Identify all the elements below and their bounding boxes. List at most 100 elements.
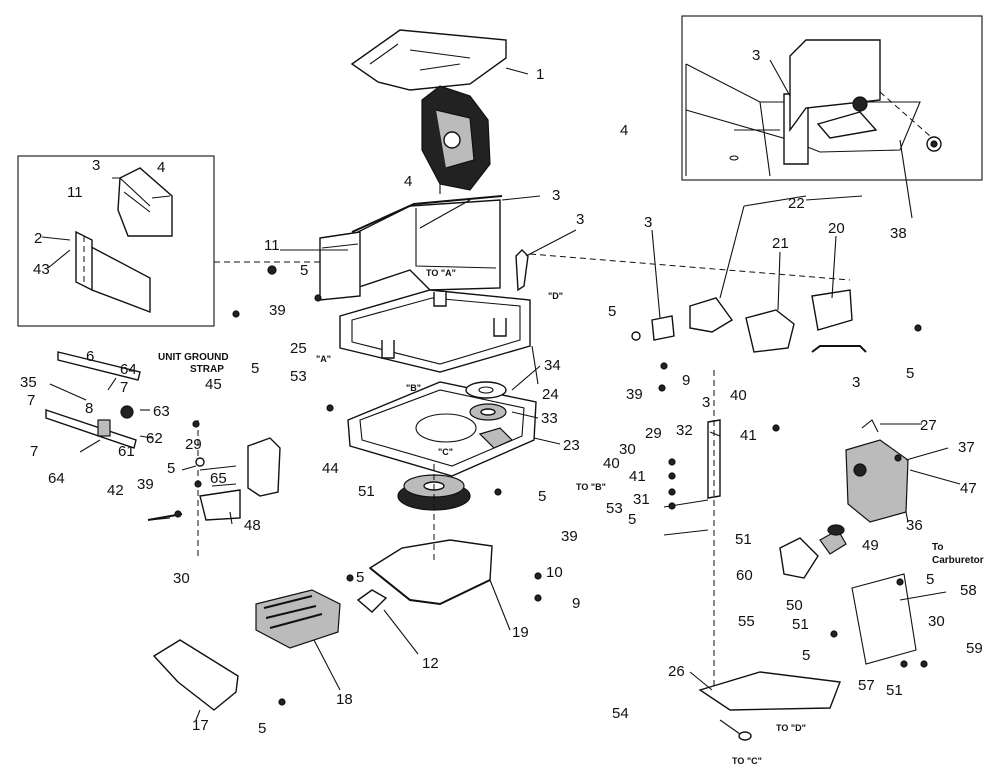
part-number: 34: [544, 357, 561, 374]
part-number: 41: [629, 468, 646, 485]
part-number: 58: [960, 582, 977, 599]
part-number: 40: [603, 455, 620, 472]
part-number: 1: [536, 66, 544, 83]
part-number: 30: [619, 441, 636, 458]
part-number: 44: [322, 460, 339, 477]
part-number: 5: [628, 511, 636, 528]
part-number: 3: [92, 157, 100, 174]
leader-lines: [49, 59, 961, 735]
part-number-labels: 1 3 3 4 11 5 39 25 5 34 24 33 23 53 44 2…: [20, 47, 983, 737]
part-number: 39: [137, 476, 154, 493]
part-number: 27: [920, 417, 937, 434]
part-number: 61: [118, 443, 135, 460]
part-number: 39: [269, 302, 286, 319]
part-number: 7: [120, 379, 128, 396]
part-number: 10: [546, 564, 563, 581]
part-number: 31: [633, 491, 650, 508]
part-number: 25: [290, 340, 307, 357]
part-number: 40: [730, 387, 747, 404]
part-number: 22: [788, 195, 805, 212]
part-number: 57: [858, 677, 875, 694]
part-number: 48: [244, 517, 261, 534]
part-number: 55: [738, 613, 755, 630]
part-number: 38: [890, 225, 907, 242]
part-number: 19: [512, 624, 529, 641]
part-number: 11: [264, 237, 280, 254]
part-number: 62: [146, 430, 163, 447]
captions: UNIT GROUND STRAP To Carburetor: [158, 352, 984, 566]
part-number: 63: [153, 403, 170, 420]
left-small-parts: [45, 351, 281, 521]
part-number: 7: [27, 392, 35, 409]
part-number: 64: [120, 361, 137, 378]
left-inset-box: [17, 155, 215, 327]
part-number: 2: [34, 230, 42, 247]
part-number: 3: [644, 214, 652, 231]
part-number: 9: [572, 595, 580, 612]
hardware-marks: [174, 136, 942, 706]
part-number: 50: [786, 597, 803, 614]
part-number: 30: [173, 570, 190, 587]
part-number: 45: [205, 376, 222, 393]
part-number: 6: [86, 348, 94, 365]
part-number: 18: [336, 691, 353, 708]
right-center-assembly: [651, 289, 867, 499]
part-number: 5: [356, 569, 364, 586]
part-number: 5: [538, 488, 546, 505]
carburetor-caption: To: [932, 542, 943, 553]
part-number: 41: [740, 427, 757, 444]
part-number: 30: [928, 613, 945, 630]
part-number: 3: [552, 187, 560, 204]
part-number: 54: [612, 705, 629, 722]
part-number: 65: [210, 470, 227, 487]
part-number: 51: [735, 531, 752, 548]
ground-strap-caption: STRAP: [190, 364, 224, 375]
part-number: 51: [358, 483, 375, 500]
part-number: 32: [676, 422, 693, 439]
part-number: 26: [668, 663, 685, 680]
part-number: 20: [828, 220, 845, 237]
right-panel: [851, 573, 917, 665]
part-number: 60: [736, 567, 753, 584]
part-number: 53: [606, 500, 623, 517]
part-number: 64: [48, 470, 65, 487]
part-number: 37: [958, 439, 975, 456]
part-number: 42: [107, 482, 124, 499]
base-bracket: [698, 671, 841, 741]
part-number: 49: [862, 537, 879, 554]
part-number: 5: [608, 303, 616, 320]
right-inset-box: [681, 15, 983, 181]
part-number: 24: [542, 386, 559, 403]
ref-tag: "B": [406, 383, 421, 393]
part-number: 4: [157, 159, 165, 176]
part-number: 53: [290, 368, 307, 385]
part-number: 39: [626, 386, 643, 403]
part-number: 4: [620, 122, 628, 139]
part-number: 23: [563, 437, 580, 454]
part-number: 5: [926, 571, 934, 588]
part-number: 7: [30, 443, 38, 460]
ref-tag: "D": [548, 291, 563, 301]
part-number: 4: [404, 173, 412, 190]
part-number: 5: [802, 647, 810, 664]
ground-strap-caption: UNIT GROUND: [158, 352, 229, 363]
part-number: 39: [561, 528, 578, 545]
blower-housing: [368, 539, 493, 606]
ref-tag: "A": [316, 354, 331, 364]
part-number: 36: [906, 517, 923, 534]
part-number: 21: [772, 235, 789, 252]
ref-tag: TO "B": [576, 482, 606, 492]
part-number: 35: [20, 374, 37, 391]
part-number: 3: [752, 47, 760, 64]
part-number: 5: [251, 360, 259, 377]
ref-tag: TO "A": [426, 268, 456, 278]
housing-frame: [319, 195, 529, 301]
carburetor-caption: Carburetor: [932, 555, 984, 566]
part-number: 51: [792, 616, 809, 633]
part-number: 33: [541, 410, 558, 427]
ref-tag: TO "C": [732, 756, 762, 766]
burner-valve: [779, 524, 847, 579]
gas-valve: [845, 419, 909, 523]
top-plate: [350, 29, 507, 91]
